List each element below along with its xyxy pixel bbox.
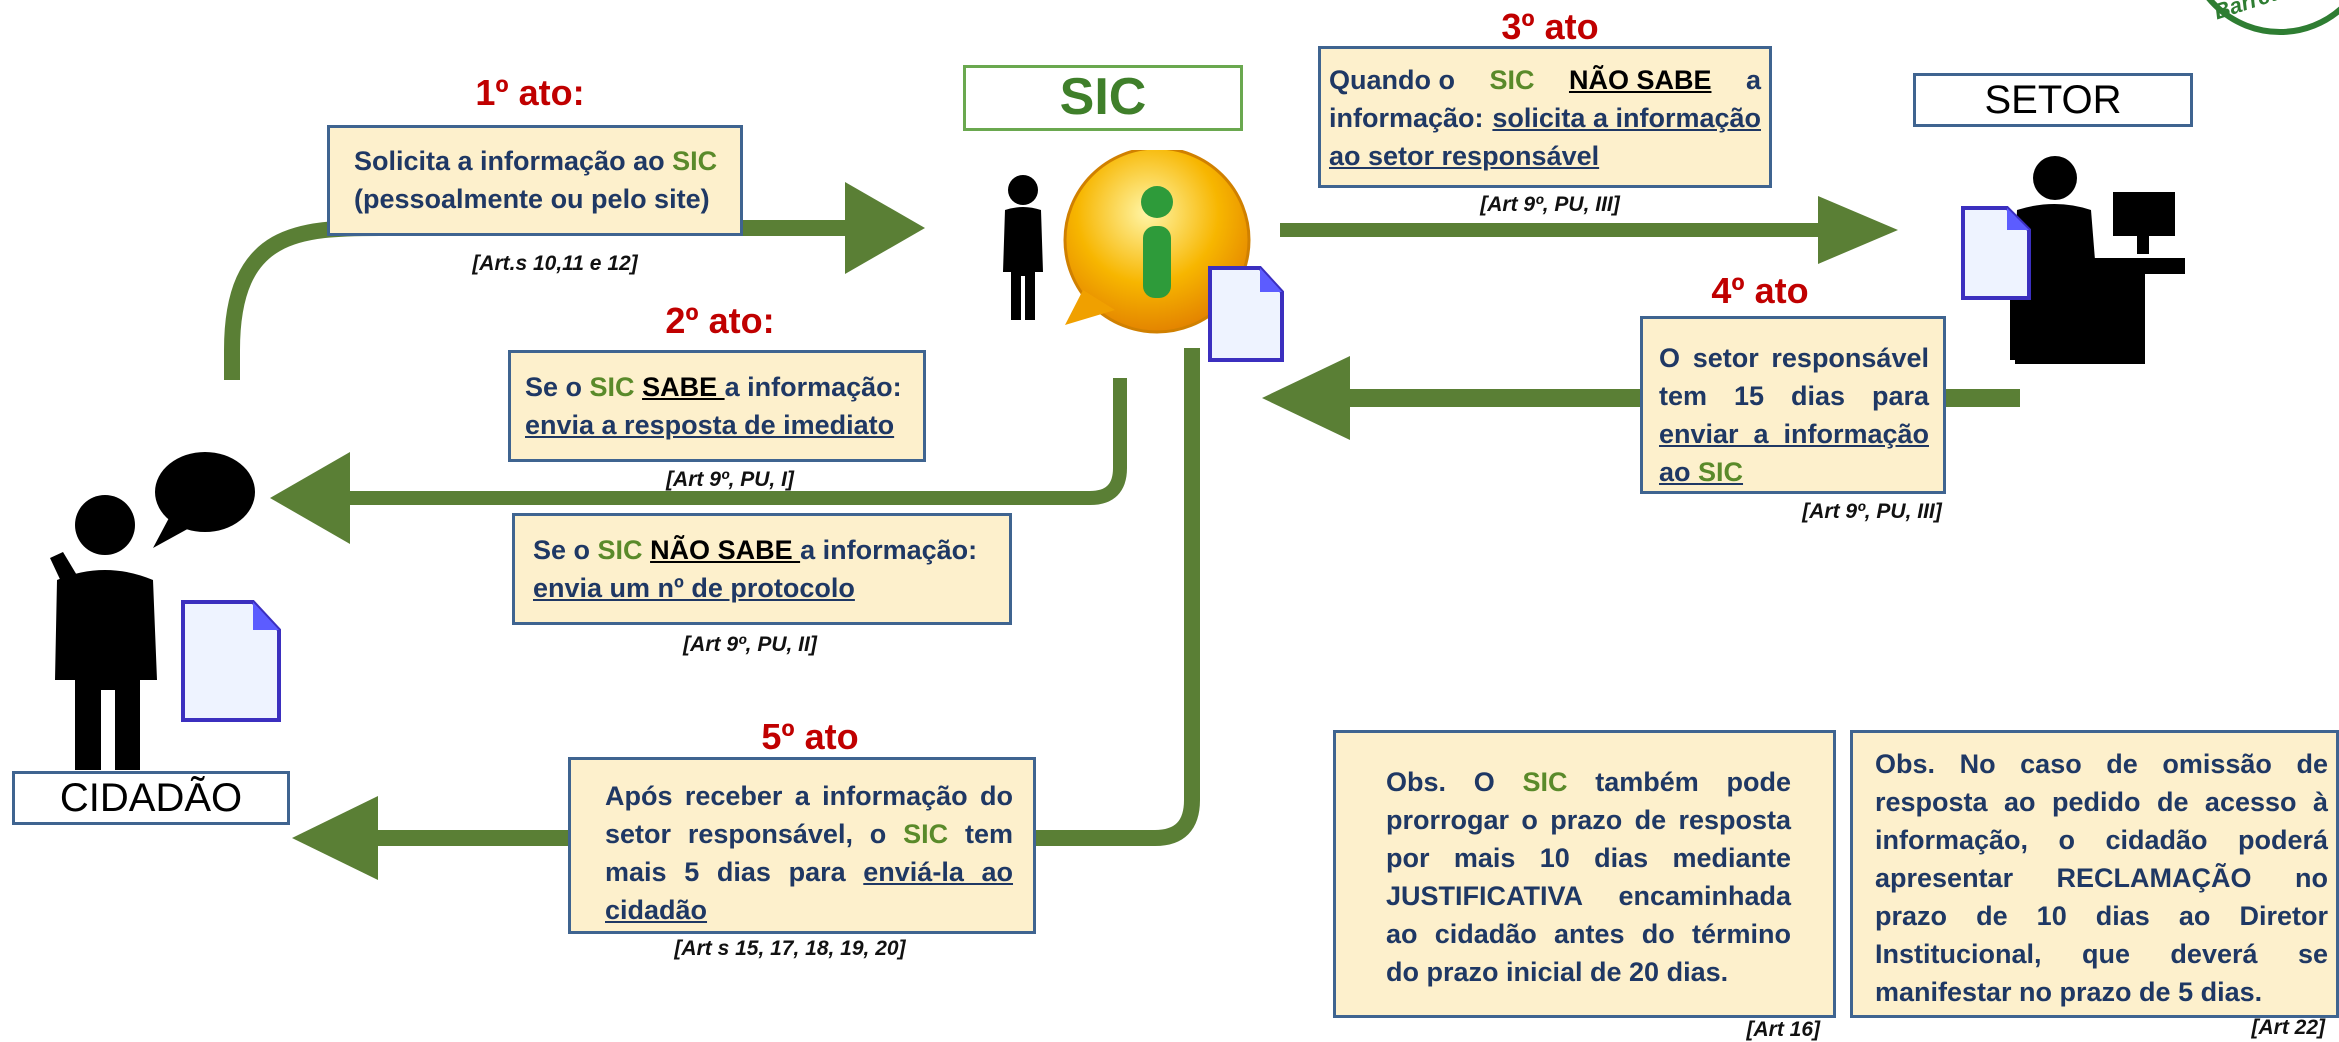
act2-yes-sic: SIC <box>589 372 635 402</box>
setor-title: SETOR <box>1913 73 2193 127</box>
act5-ref: [Art s 15, 17, 18, 19, 20] <box>674 937 906 960</box>
act1-line1: Solicita a informação ao <box>354 146 673 176</box>
arrow-act5 <box>370 348 1200 846</box>
setor-worker-icon <box>1961 156 2185 364</box>
desk-worker-icon <box>1985 156 2185 364</box>
act5-line2b: tem <box>948 819 1013 849</box>
citizen-icon <box>50 452 281 770</box>
act2-title: 2º ato: <box>665 300 775 341</box>
arrow-act3-head <box>1818 196 1898 264</box>
act4-ao: ao <box>1659 457 1699 487</box>
obs2-box: Obs. No caso de omissão de resposta ao p… <box>1850 730 2339 1018</box>
act2-yes-sabe: SABE <box>642 372 725 402</box>
act2-yes-line2: envia a resposta de imediato <box>525 410 895 440</box>
act5-line4: cidadão <box>605 895 708 925</box>
document-icon <box>1961 206 2031 300</box>
document-icon <box>1208 266 1284 362</box>
act5-line3a: mais 5 dias para <box>605 857 864 887</box>
cidadao-title: CIDADÃO <box>12 771 290 825</box>
obs1-ref: [Art 16] <box>1746 1018 1820 1041</box>
obs2-line1: Obs. No caso de omissão de <box>1875 749 2328 779</box>
obs1-line1a: Obs. O <box>1386 767 1523 797</box>
act2-no-line2: envia um nº de protocolo <box>533 573 855 603</box>
act1-line2: (pessoalmente ou pelo site) <box>354 184 710 214</box>
arrow-act4-head <box>1262 356 1350 440</box>
act3-sic: SIC <box>1489 65 1535 95</box>
act2-no-box: Se o SIC NÃO SABE a informação: envia um… <box>512 513 1012 625</box>
act2-yes-rest: a informação: <box>724 372 902 402</box>
act3-quando: Quando o <box>1329 65 1455 95</box>
act3-ref: [Art 9º, PU, III] <box>1480 193 1620 216</box>
act5-title: 5º ato <box>761 716 859 757</box>
act3-informacao: informação: <box>1329 103 1484 133</box>
arrow-act5-head <box>292 796 378 880</box>
act2-no-rest: a informação: <box>800 535 978 565</box>
obs2-line4: apresentar RECLAMAÇÃO no <box>1875 863 2328 893</box>
act4-line2: tem 15 dias para <box>1659 381 1929 411</box>
act3-box: Quando o SIC NÃO SABE a informação: soli… <box>1318 46 1772 188</box>
obs2-line2: resposta ao pedido de acesso à <box>1875 787 2328 817</box>
act3-solicita: solicita a informação <box>1492 103 1761 133</box>
obs1-sic: SIC <box>1522 767 1568 797</box>
act3-title: 3º ato <box>1501 6 1599 47</box>
obs2-line3: informação, o cidadão poderá <box>1875 825 2328 855</box>
obs1-box: Obs. O SIC também pode prorrogar o prazo… <box>1333 730 1836 1018</box>
sic-title: SIC <box>963 65 1243 131</box>
obs2-line5: prazo de 10 dias ao Diretor <box>1875 901 2328 931</box>
act4-ref: [Art 9º, PU, III] <box>1802 500 1942 523</box>
act5-line3u: enviá-la ao <box>863 857 1014 887</box>
act2-no-se-o: Se o <box>533 535 598 565</box>
act2-yes-se-o: Se o <box>525 372 590 402</box>
info-icon <box>1063 150 1251 334</box>
person-icon <box>50 495 157 770</box>
obs1-line1b: também pode <box>1567 767 1791 797</box>
arrow-act2-head <box>270 452 350 544</box>
logo-seal-icon: Barretos-SP <box>2206 0 2339 35</box>
act2-no-nao-sabe: NÃO SABE <box>650 535 801 565</box>
act2-yes-ref: [Art 9º, PU, I] <box>666 468 794 491</box>
act4-title: 4º ato <box>1711 270 1809 311</box>
obs1-line4: JUSTIFICATIVA encaminhada <box>1386 881 1791 911</box>
act4-line3: enviar a informação <box>1659 419 1929 449</box>
act2-no-ref: [Art 9º, PU, II] <box>683 633 817 656</box>
person-icon <box>1003 175 1043 320</box>
act4-sic: SIC <box>1698 457 1744 487</box>
obs2-ref: [Art 22] <box>2251 1016 2325 1039</box>
act2-yes-box: Se o SIC SABE a informação: envia a resp… <box>508 350 926 462</box>
act1-ref: [Art.s 10,11 e 12] <box>472 252 638 275</box>
act5-line1: Após receber a informação do <box>605 781 1013 811</box>
act1-box: Solicita a informação ao SIC (pessoalmen… <box>327 125 743 236</box>
act2-no-sic: SIC <box>597 535 643 565</box>
obs1-line6: do prazo inicial de 20 dias. <box>1386 957 1729 987</box>
act1-title: 1º ato: <box>475 72 585 113</box>
obs1-line3: por mais 10 dias mediante <box>1386 843 1791 873</box>
arrow-act2 <box>340 378 1127 505</box>
obs2-line7: manifestar no prazo de 5 dias. <box>1875 977 2263 1007</box>
act4-box: O setor responsável tem 15 dias para env… <box>1640 316 1946 494</box>
arrow-act1-head <box>845 182 925 274</box>
act5-sic: SIC <box>903 819 949 849</box>
act3-nao-sabe: NÃO SABE <box>1568 65 1712 95</box>
act3-a: a <box>1745 65 1761 95</box>
obs1-line2: prorrogar o prazo de resposta <box>1386 805 1791 835</box>
speech-bubble-icon <box>153 452 255 548</box>
act5-box: Após receber a informação do setor respo… <box>568 757 1036 934</box>
act5-line2a: setor responsável, o <box>605 819 904 849</box>
document-icon <box>181 600 281 722</box>
act3-line3: ao setor responsável <box>1329 141 1600 171</box>
act4-line1: O setor responsável <box>1659 343 1929 373</box>
act1-sic: SIC <box>672 146 718 176</box>
sic-attendant-icon <box>1003 150 1284 362</box>
obs1-line5: ao cidadão antes do término <box>1386 919 1791 949</box>
obs2-line6: Institucional, que deverá se <box>1875 939 2328 969</box>
